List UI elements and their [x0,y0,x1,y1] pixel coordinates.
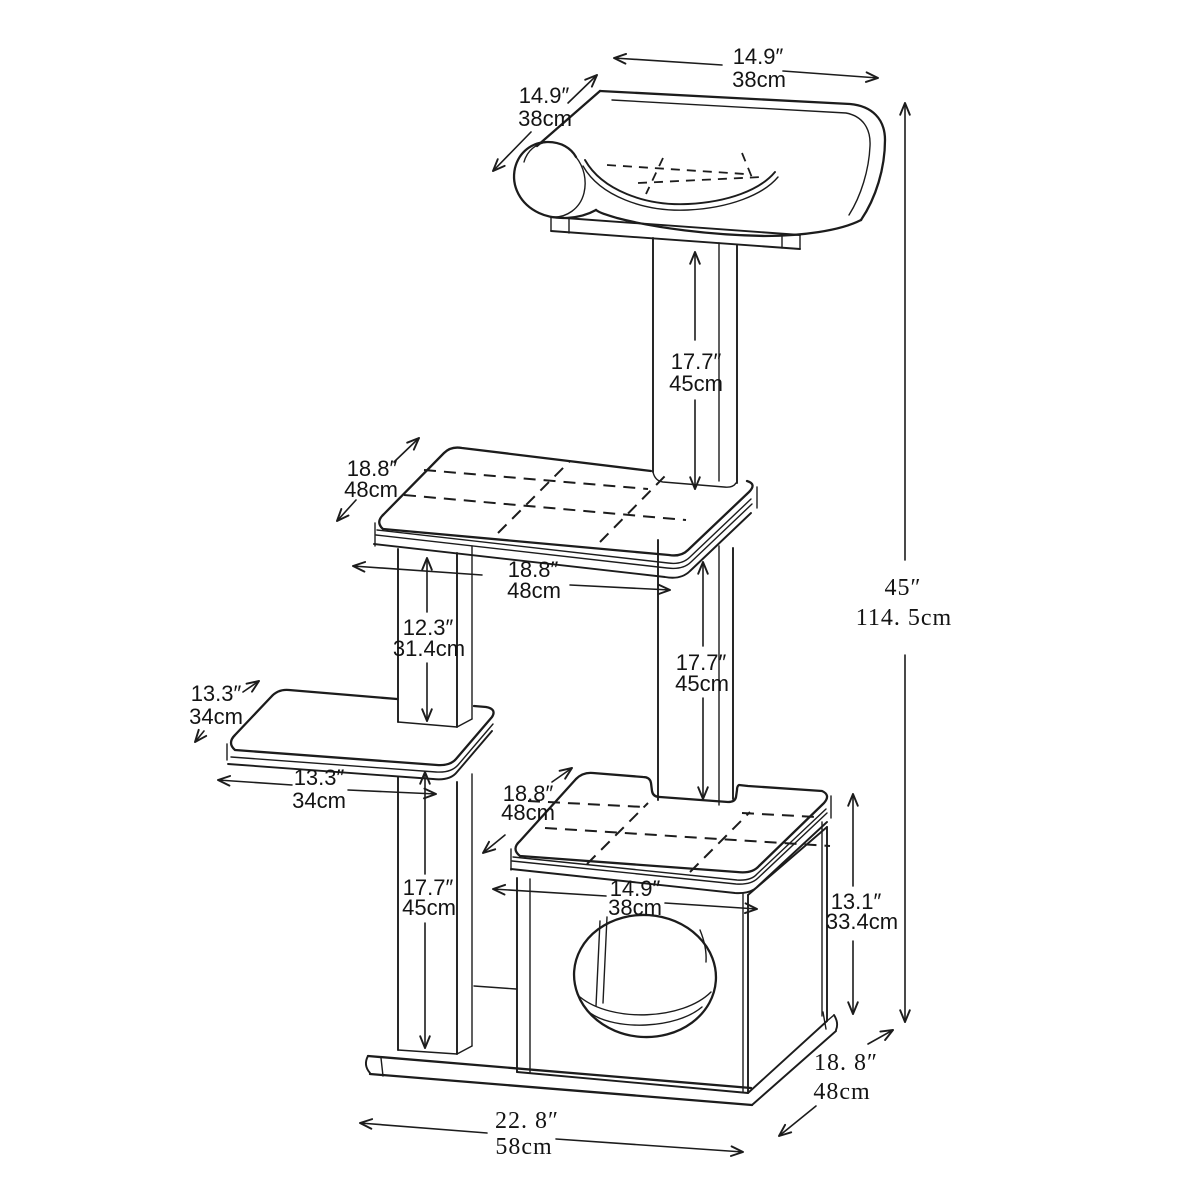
dim-base-width: 22. 8″ 58cm [359,1108,744,1160]
upper-left-post-inches: 12.3″ [403,615,454,640]
base-depth-cm: 48cm [813,1079,870,1105]
dim-small-platform-width: 13.3″ 34cm [217,765,437,813]
center-post-inches: 17.7″ [676,650,727,675]
center-post-lower [657,539,734,806]
dim-center-post-height: 17.7″ 45cm [675,561,729,800]
bed-depth-inches: 14.9″ [519,83,570,108]
upper-left-post-cm: 31.4cm [393,636,465,661]
condo-entry-hole [572,913,718,1039]
dim-condo-width: 14.9″ 38cm [492,876,758,920]
small-platform-width-cm: 34cm [292,788,346,813]
small-platform-depth-inches: 13.3″ [191,681,242,706]
dim-condo-height: 13.1″ 33.4cm [826,793,898,1015]
middle-platform [373,446,758,579]
dim-upper-left-post: 12.3″ 31.4cm [393,557,465,722]
mid-platform-width-inches: 18.8″ [508,557,559,582]
small-platform-width-inches: 13.3″ [294,765,345,790]
bed-width-inches: 14.9″ [733,44,784,69]
condo-width-inches: 14.9″ [610,876,661,901]
center-post-cm: 45cm [675,671,729,696]
dim-mid-platform-depth: 18.8″ 48cm [336,437,420,522]
mid-platform-depth-cm: 48cm [344,477,398,502]
left-post-lower [397,773,473,1055]
condo-top-depth-cm: 48cm [501,800,555,825]
condo-height-cm: 33.4cm [826,909,898,934]
dim-top-post-height: 17.7″ 45cm [669,251,723,490]
dim-condo-top-depth: 18.8″ 48cm [482,767,573,854]
mid-platform-width-cm: 48cm [507,578,561,603]
dim-base-depth: 18. 8″ 48cm [778,1029,894,1137]
top-post-cm: 45cm [669,371,723,396]
base-width-inches: 22. 8″ [495,1108,559,1134]
dim-small-platform-depth: 13.3″ 34cm [189,680,260,743]
condo-house [510,771,832,1094]
bed-depth-cm: 38cm [518,106,572,131]
condo-width-cm: 38cm [608,895,662,920]
dim-total-height: 45″ 114. 5cm [856,102,952,1023]
total-height-inches: 45″ [885,575,922,601]
condo-height-inches: 13.1″ [831,889,882,914]
lower-left-post-cm: 45cm [402,895,456,920]
total-height-cm: 114. 5cm [856,605,952,631]
dim-bed-depth: 14.9″ 38cm [492,74,598,172]
dim-bed-width: 14.9″ 38cm [613,44,879,92]
base-board [364,985,839,1107]
dim-mid-platform-width: 18.8″ 48cm [352,557,671,603]
mid-platform-depth-inches: 18.8″ [347,456,398,481]
top-post-inches: 17.7″ [671,349,722,374]
small-platform-depth-cm: 34cm [189,704,243,729]
small-platform [226,688,495,781]
center-post-upper [652,237,738,488]
condo-top-depth-inches: 18.8″ [503,781,554,806]
bed-width-cm: 38cm [732,67,786,92]
base-depth-inches: 18. 8″ [814,1050,878,1076]
bed-plinth [550,216,801,250]
dim-lower-left-post: 17.7″ 45cm [402,771,456,1049]
base-width-cm: 58cm [495,1134,552,1160]
lower-left-post-inches: 17.7″ [403,875,454,900]
